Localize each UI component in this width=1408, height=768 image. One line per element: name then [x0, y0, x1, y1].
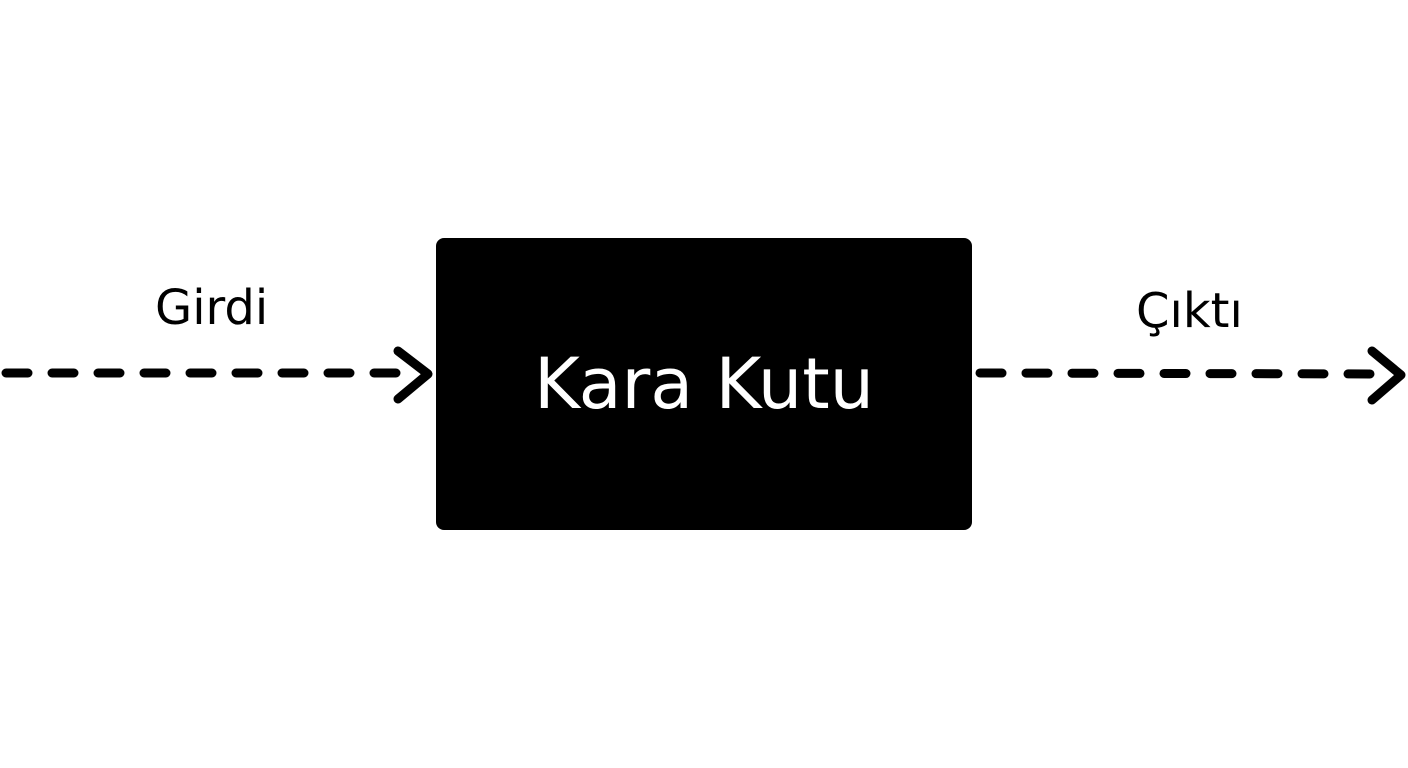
- input-arrow: [1, 346, 433, 404]
- black-box-label: Kara Kutu: [533, 343, 875, 425]
- black-box: Kara Kutu: [436, 238, 972, 530]
- output-arrow: [975, 346, 1406, 405]
- output-label: Çıktı: [1136, 283, 1243, 339]
- input-label: Girdi: [155, 280, 269, 336]
